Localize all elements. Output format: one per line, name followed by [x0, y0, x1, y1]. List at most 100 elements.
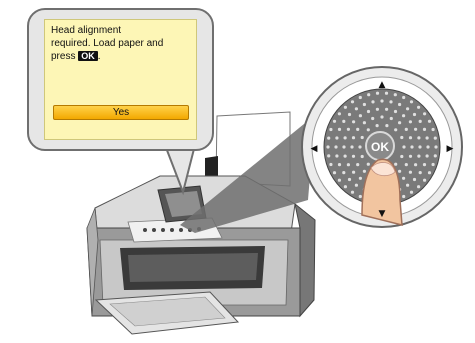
dial-dot [410, 100, 413, 103]
dial-dot [352, 171, 355, 174]
dial-dot [367, 163, 370, 166]
message-prefix: press [51, 51, 75, 62]
dial-dot [329, 163, 332, 166]
dial-dot [432, 128, 435, 131]
dial-dot [398, 121, 401, 124]
dial-dot [414, 163, 417, 166]
dial-dot [359, 96, 362, 99]
dial-dot [356, 128, 359, 131]
dial-dot [419, 171, 422, 174]
dial-dot [350, 145, 353, 148]
dial-dot [359, 195, 362, 198]
dial-dot [385, 124, 388, 127]
dial-dot [402, 114, 405, 117]
dial-dot [394, 110, 397, 113]
dial-dot [434, 145, 437, 148]
dial-dot [389, 100, 392, 103]
dial-dot [417, 185, 420, 188]
dial-dot [406, 107, 409, 110]
dial-dot [342, 145, 345, 148]
dial-dot [428, 171, 431, 174]
lcd-screen: Head alignment required. Load paper and … [44, 19, 197, 140]
dial-dot [333, 120, 336, 123]
dial-dot [426, 145, 429, 148]
dial-dot [342, 120, 345, 123]
dial-dot [394, 163, 397, 166]
dial-dot [359, 114, 362, 117]
dial-dot [327, 137, 330, 140]
dial-dot [333, 171, 336, 174]
dial-dot [376, 108, 379, 111]
dial-dot [410, 145, 413, 148]
dial-dot [419, 120, 422, 123]
dial-dot [380, 115, 383, 118]
dial-dot [367, 93, 370, 96]
dial-dot [371, 117, 374, 120]
message-line-2: required. Load paper and [51, 38, 193, 51]
dial-dot [348, 113, 351, 116]
dial-dot [344, 106, 347, 109]
message-line-1: Head alignment [51, 25, 193, 38]
dial-dot [390, 117, 393, 120]
dial-dot [329, 128, 332, 131]
dial-dot [394, 93, 397, 96]
dial-dot [405, 128, 408, 131]
dial-dot [327, 154, 330, 157]
dial-dot [385, 92, 388, 95]
dial-dot [334, 145, 337, 148]
dial-dot [423, 112, 426, 115]
dial-dot [376, 92, 379, 95]
ok-key-icon: OK [78, 51, 98, 61]
dial-dot [335, 154, 338, 157]
dial-dot [406, 184, 409, 187]
dial-dot [352, 120, 355, 123]
dial-dot [367, 110, 370, 113]
dial-dot [423, 179, 426, 182]
dial-dot [400, 136, 403, 139]
yes-button-label: Yes [113, 107, 129, 118]
dial-dot [414, 128, 417, 131]
dial-dot [402, 195, 405, 198]
dial-dot [335, 136, 338, 139]
dial-dot [428, 120, 431, 123]
dial-dot [352, 136, 355, 139]
dial-dot [348, 178, 351, 181]
dial-dot [363, 121, 366, 124]
message-line-3: press OK. [51, 50, 193, 64]
dial-dot [376, 124, 379, 127]
dial-dot [398, 170, 401, 173]
dial-dot [417, 136, 420, 139]
dial-dot [367, 128, 370, 131]
dial-dot [338, 112, 341, 115]
dial-dot [394, 128, 397, 131]
dial-dot [413, 113, 416, 116]
dial-dot [434, 137, 437, 140]
dial-dot [423, 128, 426, 131]
dial-dot [418, 145, 421, 148]
dial-dot [409, 155, 412, 158]
dial-dot [398, 103, 401, 106]
dial-dot [380, 99, 383, 102]
dial-dot [417, 106, 420, 109]
dial-dot [347, 128, 350, 131]
dial-dot [432, 163, 435, 166]
dial-arrow-up[interactable]: ▲ [379, 80, 386, 90]
dial-dot [409, 171, 412, 174]
dial-dot [352, 155, 355, 158]
dial-arrow-down[interactable]: ▼ [379, 209, 386, 219]
dial-dot [351, 100, 354, 103]
dial-dot [347, 163, 350, 166]
dial-dot [326, 145, 329, 148]
dial-arrow-left[interactable]: ◀ [311, 144, 318, 154]
dial-dot [355, 184, 358, 187]
dial-dot [351, 191, 354, 194]
message-suffix: . [98, 51, 101, 62]
dial-dot [426, 136, 429, 139]
dial-dot [359, 177, 362, 180]
dial-arrow-right[interactable]: ▶ [447, 144, 454, 154]
dial-dot [355, 107, 358, 110]
dial-dot [338, 128, 341, 131]
dial-dot [361, 136, 364, 139]
yes-button[interactable]: Yes [53, 105, 189, 120]
dial-dot [426, 154, 429, 157]
